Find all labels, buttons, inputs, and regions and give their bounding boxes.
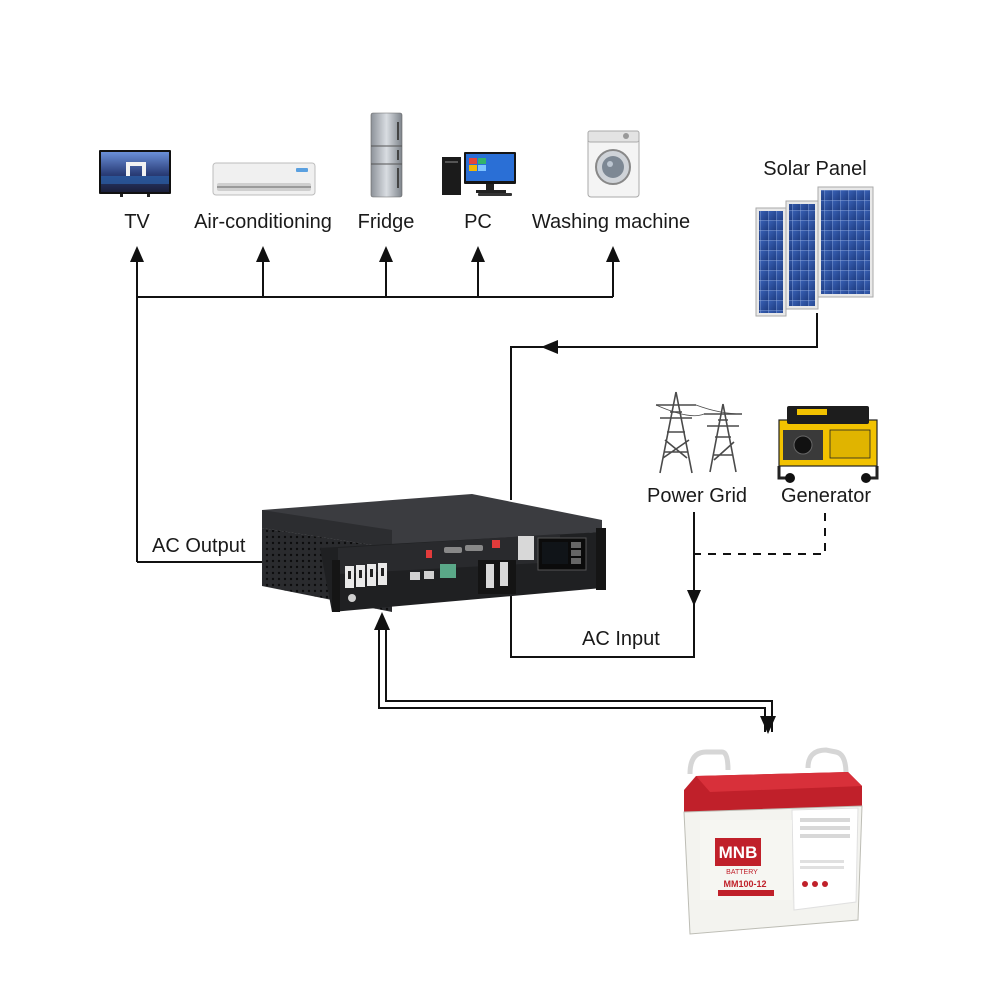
generator-label: Generator [781,485,871,507]
fridge-label: Fridge [358,211,415,233]
wire-battery-b [385,630,773,732]
arrow-ac [256,246,270,262]
load-wiring [130,246,620,563]
washing-machine-icon [587,130,640,198]
battery-brand-sub: BATTERY [726,869,758,876]
solar-panel-label: Solar Panel [763,158,866,180]
arrow-to-inverter [374,612,390,630]
arrow-pc [471,246,485,262]
ac-input-label: AC Input [582,628,660,650]
arrow-to-battery [760,716,776,734]
tv-label: TV [124,211,150,233]
washing-machine-label: Washing machine [532,211,690,233]
battery-icon: MNB BATTERY MM100-12 [683,747,863,935]
arrow-fridge [379,246,393,262]
air-conditioner-icon [212,162,316,196]
arrow-solar [541,340,558,354]
arrow-washer [606,246,620,262]
ac-output-label: AC Output [152,535,246,557]
battery-brand: MNB [719,843,758,862]
wire-generator [694,513,826,555]
wire-solar [510,313,818,500]
inverter-unit [262,494,606,612]
power-grid-icon [655,391,743,474]
arrow-tv [130,246,144,262]
air-conditioning-label: Air-conditioning [194,211,332,233]
fridge-icon [370,112,403,198]
generator-icon [777,406,879,483]
battery-wiring [374,612,776,734]
wire-battery-a [378,630,766,732]
pc-label: PC [464,211,492,233]
arrow-grid [687,590,701,606]
solar-wiring [510,313,818,500]
power-grid-label: Power Grid [647,485,747,507]
input-wiring [510,512,826,658]
breakers [345,563,387,588]
pc-icon [442,152,516,196]
wire-ac-input [510,512,695,658]
tv-icon [99,150,171,197]
battery-model: MM100-12 [723,879,766,889]
solar-panel-icon [755,186,874,317]
